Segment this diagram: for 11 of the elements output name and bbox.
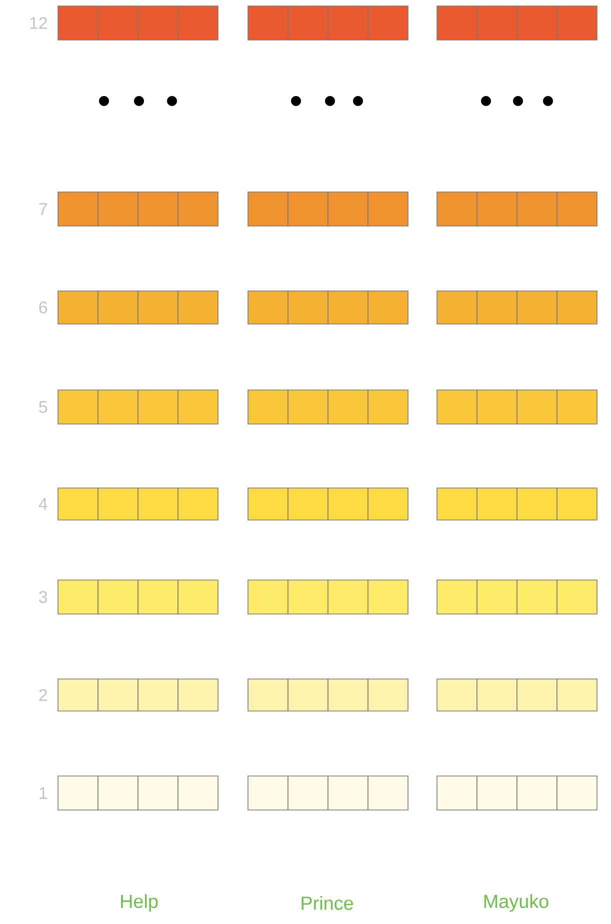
row-number: 7: [39, 203, 47, 215]
row-number: 4: [38, 498, 48, 510]
row-number: 3: [39, 591, 48, 603]
row-number: 1: [40, 787, 47, 799]
row-number: 6: [39, 302, 48, 314]
row-number: 2: [39, 689, 47, 701]
column-label: Mayuko: [484, 894, 548, 912]
column-label: Prince: [302, 896, 353, 910]
row-number: 12: [30, 17, 47, 29]
row-number: 5: [39, 401, 48, 413]
column-label: Help: [121, 894, 158, 912]
